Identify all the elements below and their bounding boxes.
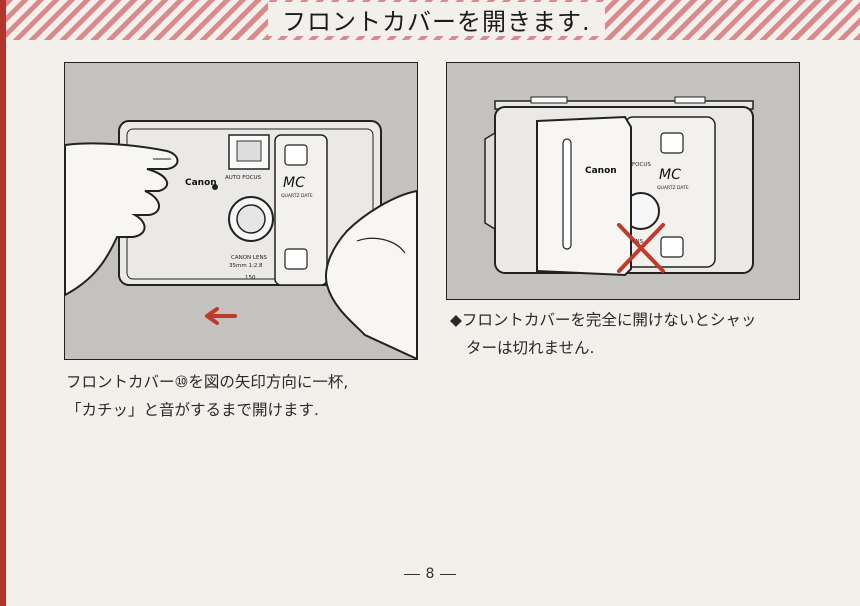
af-window-upper xyxy=(284,144,308,166)
page-number-dash-left xyxy=(403,573,420,575)
figure-open-cover-illustration: Canon AUTO FOCUS MC QUARTZ DATE CANON LE… xyxy=(65,120,417,359)
caption-warning-line2: ターは切れません. xyxy=(466,339,595,357)
date-switch xyxy=(674,96,706,104)
title-box: フロントカバーを開きます. xyxy=(268,2,605,36)
brand-label: Canon xyxy=(585,166,617,176)
viewfinder-glass xyxy=(236,140,262,162)
brand-label: Canon xyxy=(185,178,217,188)
cover-grip xyxy=(562,138,572,250)
wrong-cross-icon xyxy=(617,223,665,273)
figure-cover-incomplete-illustration: FOCUS MC QUARTZ DATE LENS Canon xyxy=(484,96,754,277)
page-number-value: 8 xyxy=(425,566,435,582)
quartz-date-label: QUARTZ DATE xyxy=(657,185,689,191)
af-sensor-dot xyxy=(212,184,218,190)
af-window-lower xyxy=(284,248,308,270)
figure-open-cover: Canon AUTO FOCUS MC QUARTZ DATE CANON LE… xyxy=(64,62,418,360)
page-number-dash-right xyxy=(440,573,457,575)
lens-number: 150 xyxy=(245,275,256,281)
caption-open-cover-line2: 「カチッ」と音がするまで開けます. xyxy=(66,401,319,419)
caption-warning: ◆フロントカバーを完全に開けないとシャッ ターは切れません. xyxy=(450,306,756,362)
page-binding-edge xyxy=(0,0,6,606)
af-window-upper xyxy=(660,132,684,154)
front-cover-half-open xyxy=(536,115,632,277)
af-window-lower xyxy=(660,236,684,258)
page-title: フロントカバーを開きます. xyxy=(282,7,591,36)
quartz-date-label: QUARTZ DATE xyxy=(281,193,313,199)
figure-cover-incomplete: FOCUS MC QUARTZ DATE LENS Canon xyxy=(446,62,800,300)
caption-warning-line1: ◆フロントカバーを完全に開けないとシャッ xyxy=(450,311,757,329)
front-cover-panel xyxy=(274,134,328,286)
mc-logo: MC xyxy=(659,167,681,183)
right-hand-crease xyxy=(356,237,406,254)
af-label: FOCUS xyxy=(632,162,651,168)
page-number: 8 xyxy=(0,566,860,582)
mc-logo: MC xyxy=(283,175,305,191)
af-label: AUTO FOCUS xyxy=(225,175,262,181)
shutter-button xyxy=(530,96,568,104)
left-hand xyxy=(65,142,179,297)
camera-side xyxy=(484,131,496,231)
lens-glass xyxy=(236,204,266,234)
lens-spec: 35mm 1:2.8 xyxy=(229,263,263,269)
lens-label: CANON LENS xyxy=(231,255,268,261)
right-hand xyxy=(325,189,417,359)
header-stripes: フロントカバーを開きます. xyxy=(6,0,860,40)
caption-open-cover: フロントカバー⑩を図の矢印方向に一杯, 「カチッ」と音がするまで開けます. xyxy=(66,368,348,424)
direction-arrow xyxy=(205,307,237,325)
caption-open-cover-line1: フロントカバー⑩を図の矢印方向に一杯, xyxy=(66,373,349,391)
